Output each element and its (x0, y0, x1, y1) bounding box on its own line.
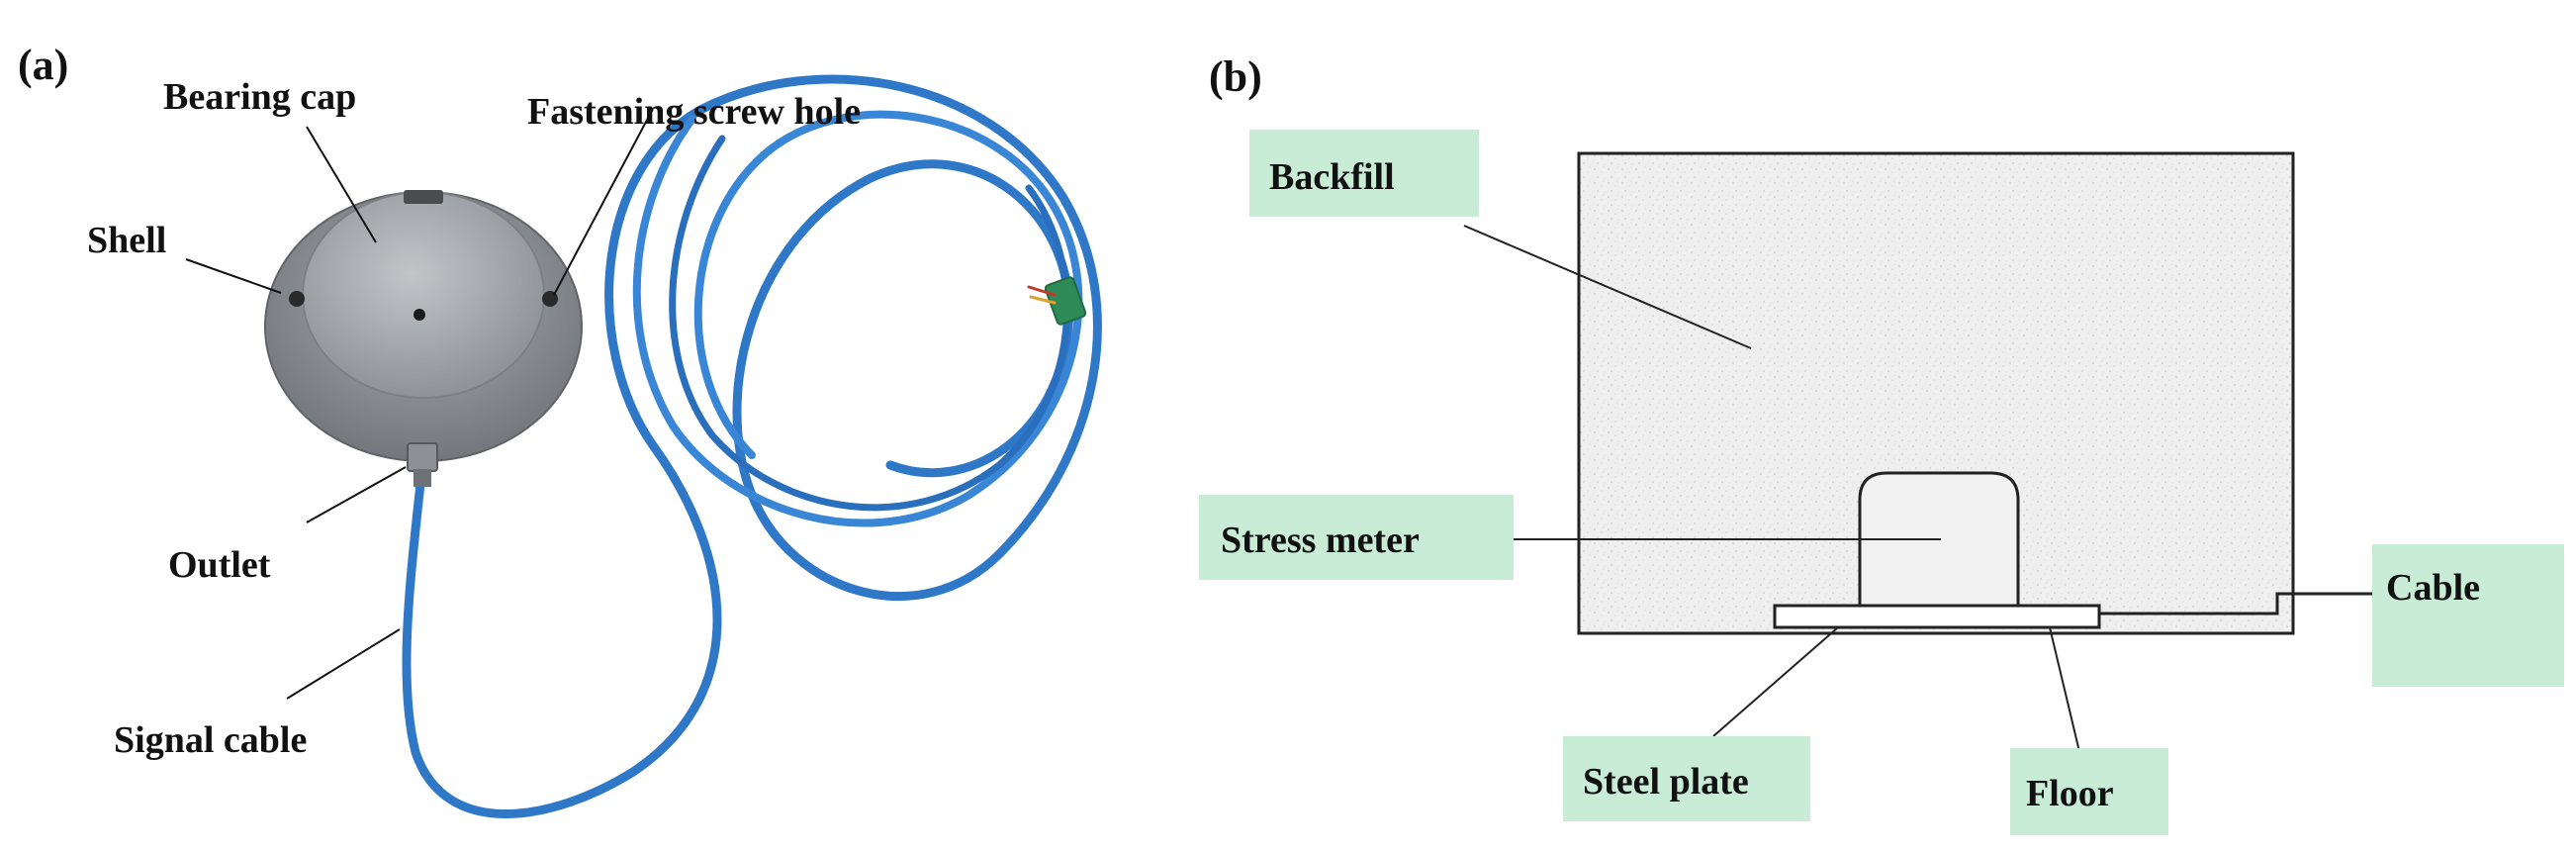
label-backfill: Backfill (1269, 156, 1395, 198)
leader-outlet (306, 466, 407, 523)
label-bearing-cap: Bearing cap (163, 76, 356, 118)
stress-meter-photo (264, 190, 583, 487)
panel-a: (a) (18, 41, 1102, 818)
panel-b: (b) Backfill Stress meter Cable Steel pl… (1199, 52, 2564, 835)
panel-a-leaders (185, 108, 654, 700)
leader-steel-plate (1712, 626, 1839, 737)
label-shell: Shell (87, 220, 166, 261)
label-box-cable (2372, 544, 2564, 687)
cable-line (2099, 592, 2372, 616)
label-box-backfill (1249, 130, 1479, 217)
label-steel-plate: Steel plate (1583, 761, 1749, 803)
label-box-floor (2010, 748, 2168, 835)
label-signal-cable: Signal cable (114, 719, 307, 761)
leader-shell (185, 258, 282, 294)
panel-b-letter: (b) (1209, 52, 1262, 101)
label-outlet: Outlet (168, 544, 271, 586)
steel-plate (1773, 604, 2101, 629)
label-cable: Cable (2386, 567, 2480, 609)
leader-floor (2049, 626, 2082, 761)
leader-bearing-cap (306, 126, 377, 243)
signal-cable-drawing (402, 74, 1102, 818)
label-stress-meter: Stress meter (1221, 520, 1420, 561)
panel-a-letter: (a) (18, 41, 68, 89)
leader-backfill (1463, 225, 1752, 349)
label-floor: Floor (2026, 773, 2114, 814)
leader-fastening-screw-hole (553, 108, 654, 296)
label-fastening-screw-hole: Fastening screw hole (527, 91, 861, 133)
label-box-stress-meter (1199, 495, 1514, 580)
panel-b-leaders (1463, 225, 2082, 761)
label-box-steel-plate (1563, 736, 1810, 821)
leader-signal-cable (286, 628, 401, 700)
